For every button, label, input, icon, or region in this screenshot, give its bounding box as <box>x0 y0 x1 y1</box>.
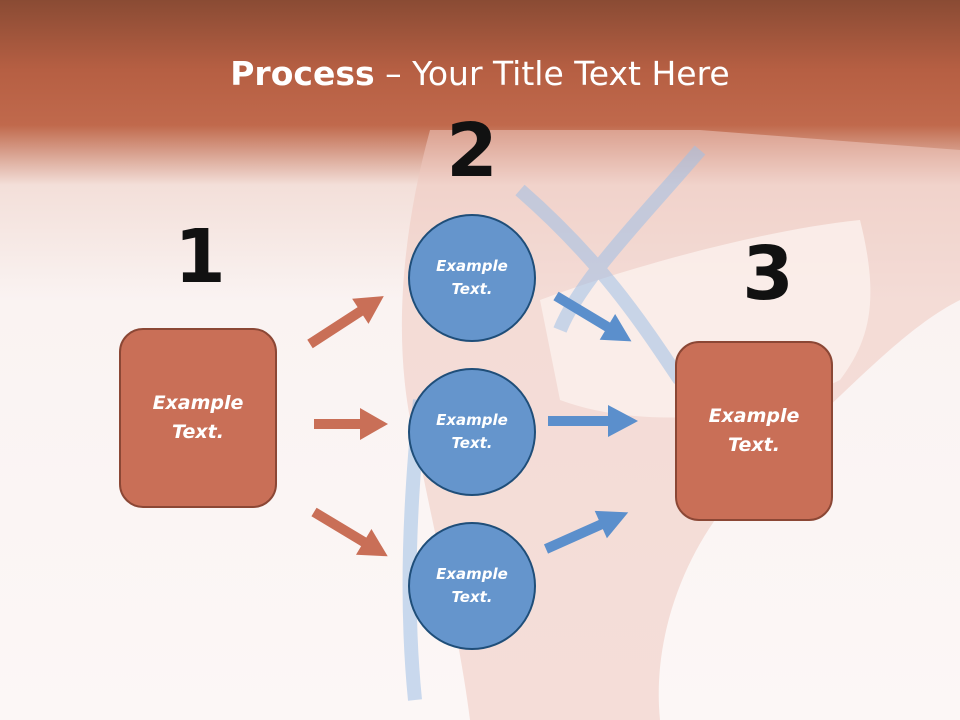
arrow-right-blue <box>548 405 638 437</box>
title-bold: Process <box>230 54 375 93</box>
left-box-line2: Text. <box>172 421 224 443</box>
circle-top: Example Text. <box>408 214 536 342</box>
circle-bottom-line2: Text. <box>451 588 493 606</box>
arrow-right-up-red <box>307 296 384 349</box>
arrow-right-down-red <box>311 507 388 557</box>
right-process-box: Example Text. <box>675 341 833 521</box>
left-box-line1: Example <box>152 392 244 414</box>
arrow-right-down-blue <box>553 291 632 342</box>
circle-bottom: Example Text. <box>408 522 536 650</box>
right-box-line1: Example <box>708 405 800 427</box>
right-box-line2: Text. <box>728 434 780 456</box>
circle-bottom-line1: Example <box>436 565 508 583</box>
blue-arrows <box>543 291 638 554</box>
left-process-box: Example Text. <box>119 328 277 508</box>
arrow-right-red <box>314 408 388 440</box>
red-arrows <box>307 296 388 557</box>
circle-top-line1: Example <box>436 257 508 275</box>
title-rest: – Your Title Text Here <box>374 54 730 93</box>
arrow-right-up-blue <box>543 510 629 554</box>
step-number-1: 1 <box>174 214 226 300</box>
slide-title: Process – Your Title Text Here <box>0 52 960 96</box>
step-number-3: 3 <box>742 231 794 317</box>
circle-middle: Example Text. <box>408 368 536 496</box>
circle-middle-line2: Text. <box>451 434 493 452</box>
step-number-2: 2 <box>446 108 498 194</box>
circle-top-line2: Text. <box>451 280 493 298</box>
circle-middle-line1: Example <box>436 411 508 429</box>
